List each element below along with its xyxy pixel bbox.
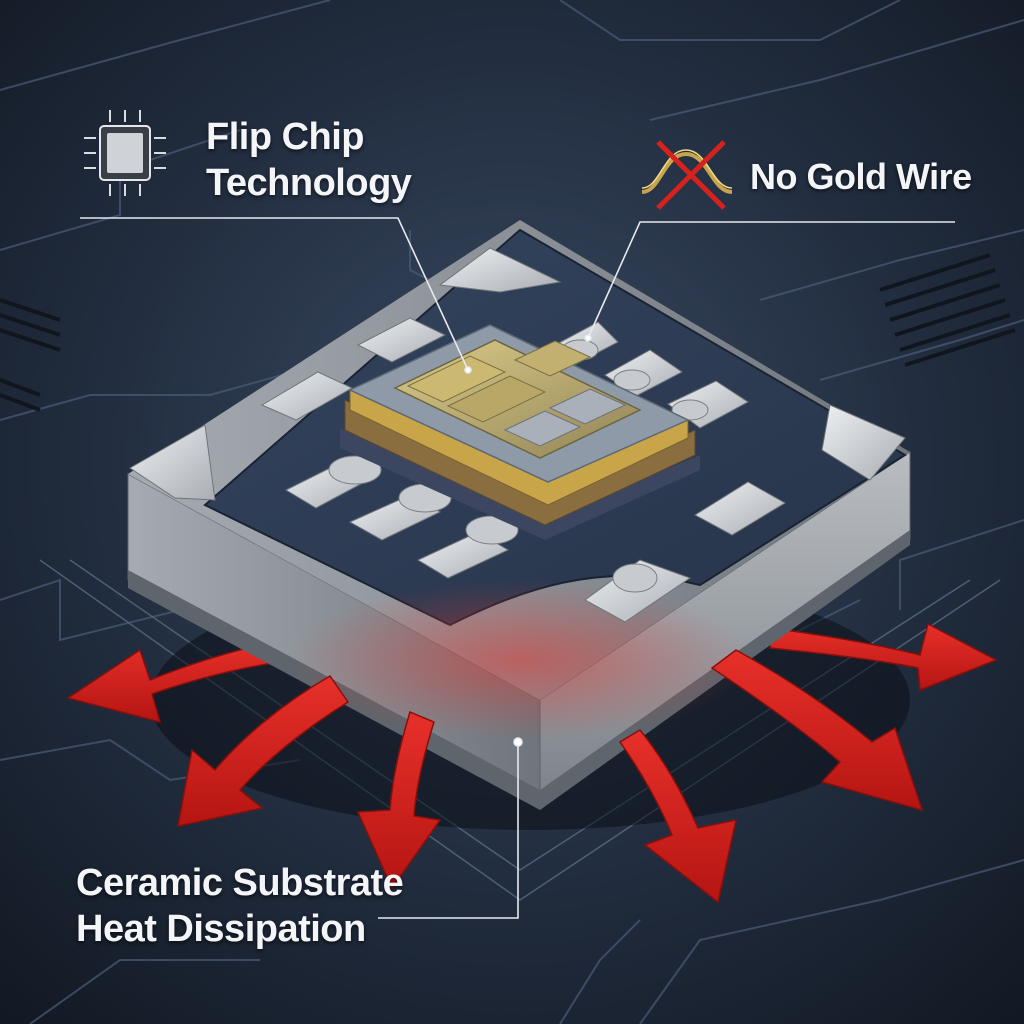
vent-slots: [879, 253, 1016, 367]
heat-arrow-front-center-left: [356, 710, 442, 890]
heat-arrows-front: [177, 649, 924, 904]
gold-wire-leader: [587, 221, 955, 339]
no-gold-wire-label: No Gold Wire: [750, 156, 972, 197]
heat-arrow-front-left: [177, 675, 350, 827]
ceramic-line2: Heat Dissipation: [76, 908, 366, 950]
ceramic-line1: Ceramic Substrate: [76, 862, 404, 904]
heat-arrow-front-center-right: [618, 729, 737, 904]
heat-arrows-back: [66, 622, 998, 724]
flip-chip-leader: [80, 217, 469, 371]
die-cell: [548, 388, 627, 425]
flip-chip-line2: Technology: [206, 162, 412, 204]
corner-pads: [129, 247, 906, 501]
flip-chip-label: Flip Chip Technology: [206, 116, 412, 210]
heat-glow: [290, 580, 750, 740]
die-cell: [446, 375, 547, 423]
contact-pad: [694, 481, 786, 536]
contact-pad: [356, 317, 447, 363]
heat-arrow-left: [66, 639, 294, 724]
chip-icon: [84, 110, 166, 196]
flip-chip-line1: Flip Chip: [206, 116, 365, 158]
substrate-base-strip: [128, 530, 910, 810]
vent-slots-left: [0, 298, 61, 412]
die-cell: [406, 355, 507, 403]
no-gold-wire-icon: [641, 140, 733, 210]
ceramic-substrate-label: Ceramic Substrate Heat Dissipation: [76, 862, 404, 956]
ceramic-leader: [378, 742, 519, 919]
die-cell: [503, 410, 582, 447]
die-cell: [513, 340, 592, 377]
die-layer-bottom: [340, 428, 700, 540]
contact-pad: [260, 371, 354, 421]
heat-arrow-front-right: [710, 649, 924, 812]
heat-arrow-right: [769, 622, 998, 692]
callout-lines: [80, 217, 955, 919]
flip-chip-die: [340, 324, 700, 540]
